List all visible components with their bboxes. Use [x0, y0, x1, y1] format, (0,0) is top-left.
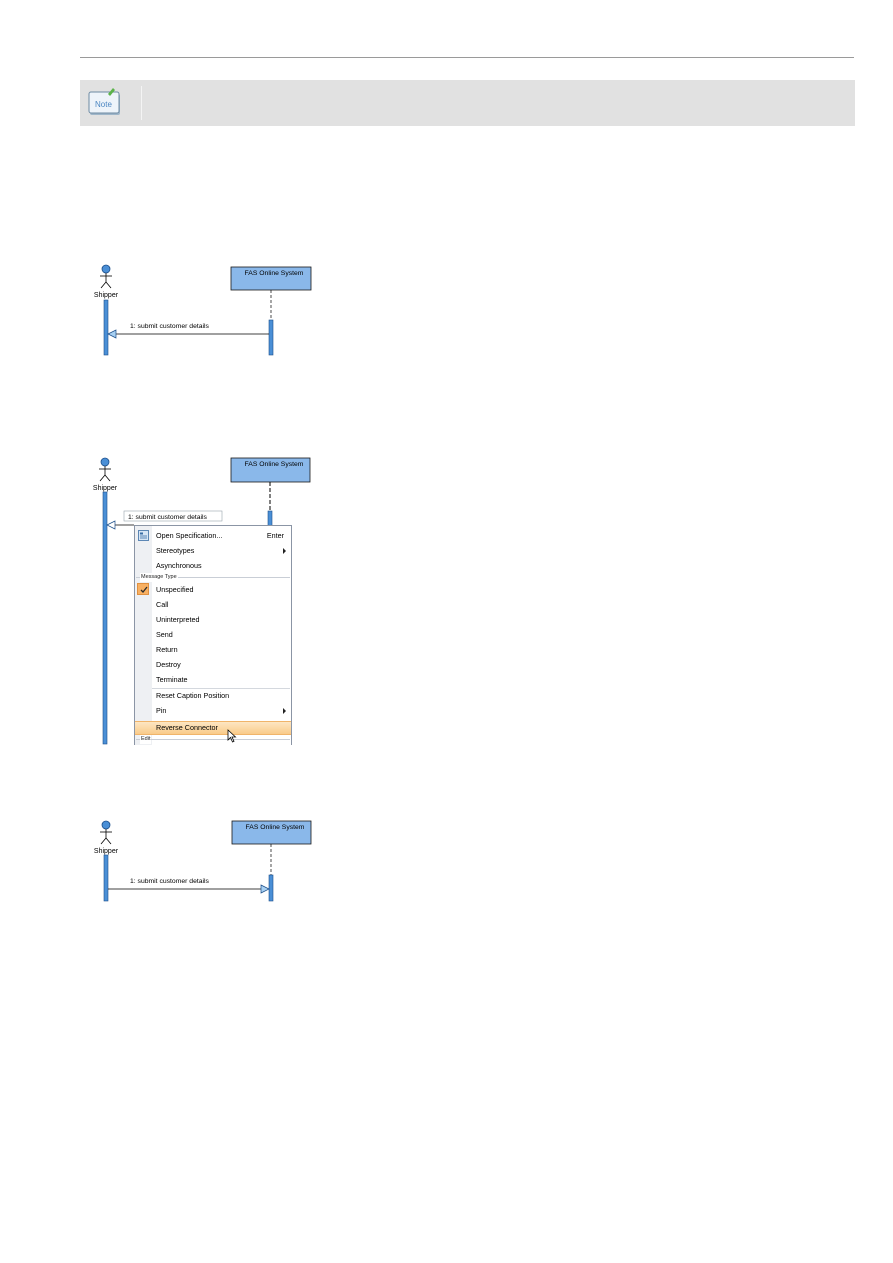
message-label: 1: submit customer details [130, 878, 210, 885]
actor-name: Shipper [94, 848, 119, 855]
note-icon-label: Note [95, 100, 112, 109]
mouse-cursor-icon [227, 729, 237, 745]
menu-item-unspecified[interactable]: Unspecified [135, 583, 291, 596]
note-icon: Note [88, 88, 140, 118]
menu-item-pin[interactable]: Pin [135, 704, 291, 717]
system-name: FAS Online System [245, 270, 304, 277]
menu-section-edit: Edit [135, 735, 291, 744]
menu-section-label: Message Type [140, 573, 178, 582]
menu-item-reverse-connector[interactable]: Reverse Connector [135, 721, 291, 735]
check-icon [137, 583, 149, 595]
menu-item-label: Stereotypes [156, 546, 195, 555]
actor-name: Shipper [93, 485, 118, 492]
menu-item-label: Uninterpreted [156, 615, 200, 624]
menu-item-label: Pin [156, 706, 167, 715]
actor-name: Shipper [94, 292, 119, 299]
menu-item-label: Reset Caption Position [156, 691, 230, 700]
system-activation-bar [268, 319, 274, 356]
message-label: 1: submit customer details [130, 323, 210, 330]
menu-item-open-specification[interactable]: Open Specification... Enter [135, 529, 291, 542]
menu-section-message-type: Message Type [135, 573, 291, 582]
message-arrowhead [106, 520, 116, 530]
actor-stick-figure [99, 457, 111, 482]
actor-activation-bar [102, 491, 108, 745]
sequence-diagram-context-menu: Shipper FAS Online System 1: submit cust… [70, 455, 330, 745]
submenu-arrow-icon [283, 708, 286, 714]
menu-item-uninterpreted[interactable]: Uninterpreted [135, 613, 291, 626]
menu-item-label: Destroy [156, 660, 181, 669]
menu-item-destroy[interactable]: Destroy [135, 658, 291, 671]
actor-activation-bar [103, 299, 109, 356]
system-activation-bar [268, 874, 274, 902]
menu-separator [152, 688, 290, 689]
menu-item-label: Open Specification... [156, 531, 223, 540]
system-activation-bar [267, 510, 273, 527]
menu-item-label: Call [156, 600, 169, 609]
menu-item-label: Terminate [156, 675, 188, 684]
menu-item-return[interactable]: Return [135, 643, 291, 656]
message-label: 1: submit customer details [128, 514, 208, 521]
sequence-diagram-before: Shipper FAS Online System 1: submit cust… [70, 262, 330, 362]
menu-section-label: Edit [140, 735, 152, 744]
sequence-diagram-after: Shipper FAS Online System 1: submit cust… [70, 818, 330, 908]
actor-activation-bar [103, 854, 109, 902]
menu-item-terminate[interactable]: Terminate [135, 673, 291, 686]
menu-item-reset-caption-position[interactable]: Reset Caption Position [135, 689, 291, 702]
menu-item-label: Asynchronous [156, 561, 202, 570]
message-arrowhead [107, 329, 117, 339]
menu-item-label: Unspecified [156, 585, 194, 594]
actor-stick-figure [100, 820, 112, 845]
menu-item-send[interactable]: Send [135, 628, 291, 641]
system-lifeline-box [231, 820, 312, 845]
menu-item-asynchronous[interactable]: Asynchronous [135, 559, 291, 572]
message-arrowhead [260, 884, 270, 894]
message-label-frame [123, 510, 223, 522]
actor-stick-figure [100, 264, 112, 289]
header-rule [80, 57, 854, 58]
context-menu: Open Specification... Enter Stereotypes … [134, 525, 292, 745]
menu-item-label: Return [156, 645, 178, 654]
specification-icon [138, 530, 149, 541]
menu-item-call[interactable]: Call [135, 598, 291, 611]
submenu-arrow-icon [283, 548, 286, 554]
menu-item-label: Reverse Connector [156, 723, 218, 732]
system-name: FAS Online System [245, 461, 304, 468]
system-name: FAS Online System [246, 824, 305, 831]
menu-item-label: Send [156, 630, 173, 639]
note-divider [141, 86, 142, 120]
menu-item-shortcut: Enter [266, 531, 284, 540]
menu-item-stereotypes[interactable]: Stereotypes [135, 544, 291, 557]
note-box: Note [80, 80, 855, 126]
